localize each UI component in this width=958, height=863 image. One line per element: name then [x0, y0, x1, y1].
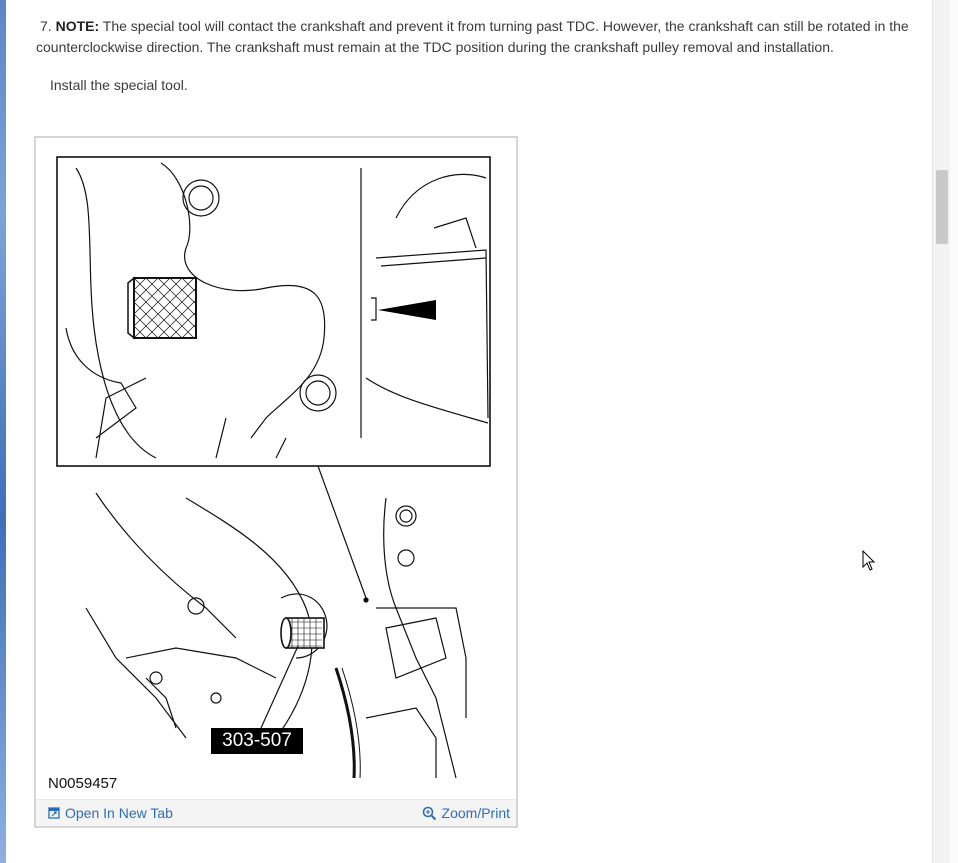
zoom-magnifier-icon — [422, 806, 436, 820]
figure-toolbar: Open In New Tab Zoom/Print — [36, 799, 516, 826]
step-note-paragraph: 7. NOTE: The special tool will contact t… — [36, 16, 916, 58]
window-edge — [0, 0, 6, 863]
step-instruction: Install the special tool. — [50, 77, 188, 93]
zoom-print-link[interactable]: Zoom/Print — [422, 805, 510, 821]
mouse-pointer-icon — [862, 550, 876, 571]
note-label: NOTE: — [55, 18, 100, 34]
scrollbar-thumb[interactable] — [936, 170, 948, 244]
open-in-new-tab-label: Open In New Tab — [65, 805, 173, 821]
open-in-new-tab-link[interactable]: Open In New Tab — [48, 805, 173, 821]
window-right-edge — [950, 0, 958, 863]
note-text: The special tool will contact the cranks… — [36, 18, 909, 55]
open-new-tab-icon — [48, 807, 60, 819]
special-tool-number-label: 303-507 — [211, 728, 303, 754]
inset-detail-box — [56, 156, 491, 467]
zoom-print-label: Zoom/Print — [441, 805, 510, 821]
figure-container: 303-507 N0059457 Open In New Tab Zoom/Pr… — [34, 136, 518, 828]
figure-id-label: N0059457 — [48, 775, 118, 792]
engine-illustration — [56, 156, 491, 779]
vertical-scrollbar[interactable] — [932, 0, 951, 863]
step-number: 7. — [40, 18, 52, 34]
